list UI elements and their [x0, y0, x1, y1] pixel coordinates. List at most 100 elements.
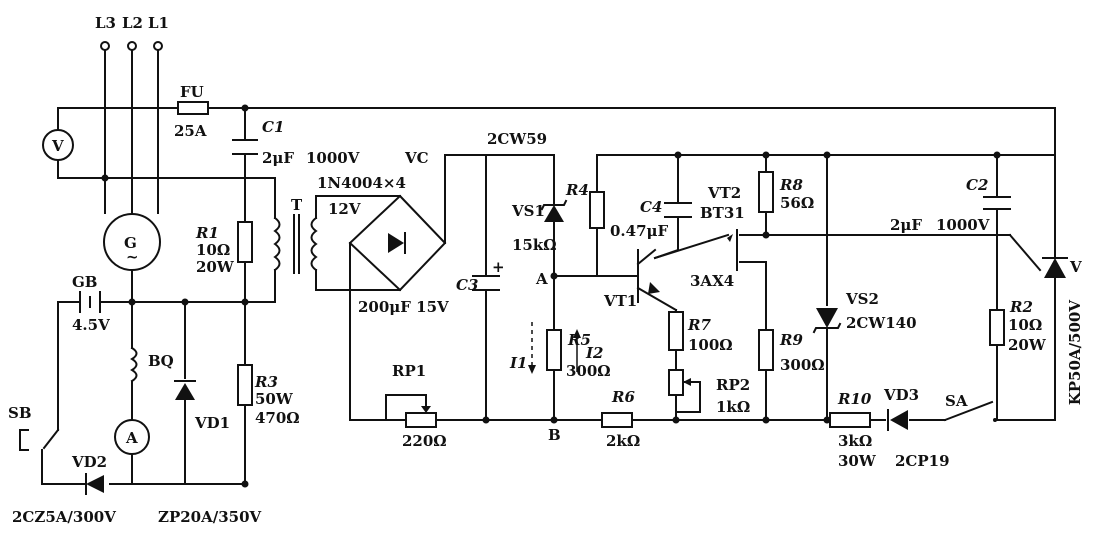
label-t: T [291, 196, 303, 214]
label-bq: BQ [148, 352, 174, 370]
label-rp1: RP1 [392, 362, 426, 380]
label-r7-val: 100Ω [688, 336, 733, 354]
potentiometer-rp1-icon [405, 394, 437, 428]
label-t-volt: 12V [328, 200, 361, 218]
label-vd2: VD2 [71, 453, 107, 471]
label-fu-val: 25A [174, 122, 207, 140]
diode-vd1-icon [174, 380, 196, 400]
label-g-sym: ~ [126, 248, 139, 266]
label-r6: R6 [611, 388, 635, 406]
battery-icon [79, 291, 101, 313]
label-node-b: B [548, 426, 561, 444]
current-arrows [528, 322, 581, 374]
phase-terminals [100, 41, 163, 51]
label-c3: C3 [456, 276, 478, 294]
label-r2-pow: 20W [1008, 336, 1047, 354]
label-r5: R5 [567, 331, 591, 349]
inductor-icon [130, 346, 138, 383]
label-vt1-part: 3AX4 [690, 272, 734, 290]
thyristor-icon [1042, 257, 1068, 278]
label-i1: I1 [509, 354, 527, 372]
label-r9-val: 300Ω [780, 356, 825, 374]
label-vt2: VT2 [707, 184, 741, 202]
label-vt2-part: BT31 [700, 204, 745, 222]
label-c4: C4 [640, 198, 662, 216]
label-sa: SA [945, 392, 968, 410]
label-vs2-part: 2CW140 [846, 314, 917, 332]
voltmeter-icon [42, 129, 74, 161]
potentiometer-rp2-icon [668, 369, 701, 396]
label-r6-val: 2kΩ [606, 432, 640, 450]
label-r1-val: 10Ω [196, 241, 230, 259]
label-rp1-val: 220Ω [402, 432, 447, 450]
label-vd3-part: 2CP19 [895, 452, 950, 470]
capacitor-c2-icon [983, 196, 1011, 210]
label-sb: SB [8, 404, 32, 422]
label-c2-val: 2μF [890, 216, 922, 234]
label-l2: L2 [122, 14, 143, 32]
label-r4: R4 [565, 181, 589, 199]
label-v-thy-part: KP50A/500V [1066, 300, 1084, 406]
label-fu: FU [180, 83, 204, 101]
bridge-rectifier-icon [348, 194, 447, 292]
label-r1: R1 [195, 224, 219, 242]
label-r8: R8 [779, 176, 803, 194]
label-vs1: VS1 [511, 202, 545, 220]
label-c3-val: 200μF 15V [358, 298, 449, 316]
resistor-r5-icon [546, 329, 562, 371]
label-c3-plus: + [492, 258, 505, 276]
transformer-icon [273, 214, 318, 274]
label-r10-pow: 30W [838, 452, 877, 470]
resistor-r7-icon [668, 311, 684, 351]
transistor-vt1-icon [636, 248, 678, 312]
label-node-a: A [535, 270, 548, 288]
generator-icon [103, 213, 161, 271]
label-c2: C2 [966, 176, 988, 194]
capacitor-c1-icon [232, 139, 258, 155]
label-g: G [124, 234, 137, 252]
resistor-r4-icon [589, 191, 605, 229]
label-vt1: VT1 [603, 292, 637, 310]
junction-dots [101, 104, 1001, 488]
label-i2: I2 [585, 344, 603, 362]
label-a-meter: A [125, 429, 138, 447]
capacitor-c3-icon [472, 275, 500, 291]
label-v-meter: V [51, 137, 64, 155]
capacitor-c4-icon [664, 202, 692, 218]
label-vd1: VD1 [194, 414, 230, 432]
resistor-r6-icon [601, 412, 633, 428]
label-bridge: 1N4004×4 [317, 174, 406, 192]
label-r4-val: 15kΩ [512, 236, 557, 254]
label-r2-val: 10Ω [1008, 316, 1042, 334]
zener-vs1-icon [540, 199, 568, 222]
zener-vs2-icon [812, 308, 842, 334]
label-c4-val: 0.47μF [610, 222, 669, 240]
label-vd3: VD3 [883, 386, 919, 404]
label-r3-val: 470Ω [255, 409, 300, 427]
label-l3: L3 [95, 14, 116, 32]
label-r10: R10 [837, 390, 872, 408]
label-r10-val: 3kΩ [838, 432, 872, 450]
label-c2-volt: 1000V [936, 216, 990, 234]
label-l1: L1 [148, 14, 169, 32]
label-r9: R9 [779, 331, 803, 349]
label-r2: R2 [1009, 298, 1033, 316]
switch-sa-icon [943, 400, 997, 422]
resistor-r8-icon [758, 171, 774, 213]
diode-vd2-icon [85, 473, 104, 495]
diode-vd3-icon [887, 409, 908, 431]
resistor-r3-icon [237, 364, 253, 406]
label-r5-val: 300Ω [566, 362, 611, 380]
label-vs1-part: 2CW59 [487, 130, 547, 148]
label-c1-val: 2μF [262, 149, 294, 167]
label-vd1-part: ZP20A/350V [158, 508, 262, 526]
label-r1-pow: 20W [196, 258, 235, 276]
label-vd2-part: 2CZ5A/300V [12, 508, 116, 526]
label-r3: R3 [254, 373, 278, 391]
resistor-r9-icon [758, 329, 774, 371]
resistor-r10-icon [829, 412, 871, 428]
ujt-vt2-icon [727, 229, 738, 271]
label-r3-pow: 50W [255, 390, 294, 408]
label-v-thy: V [1069, 258, 1082, 276]
